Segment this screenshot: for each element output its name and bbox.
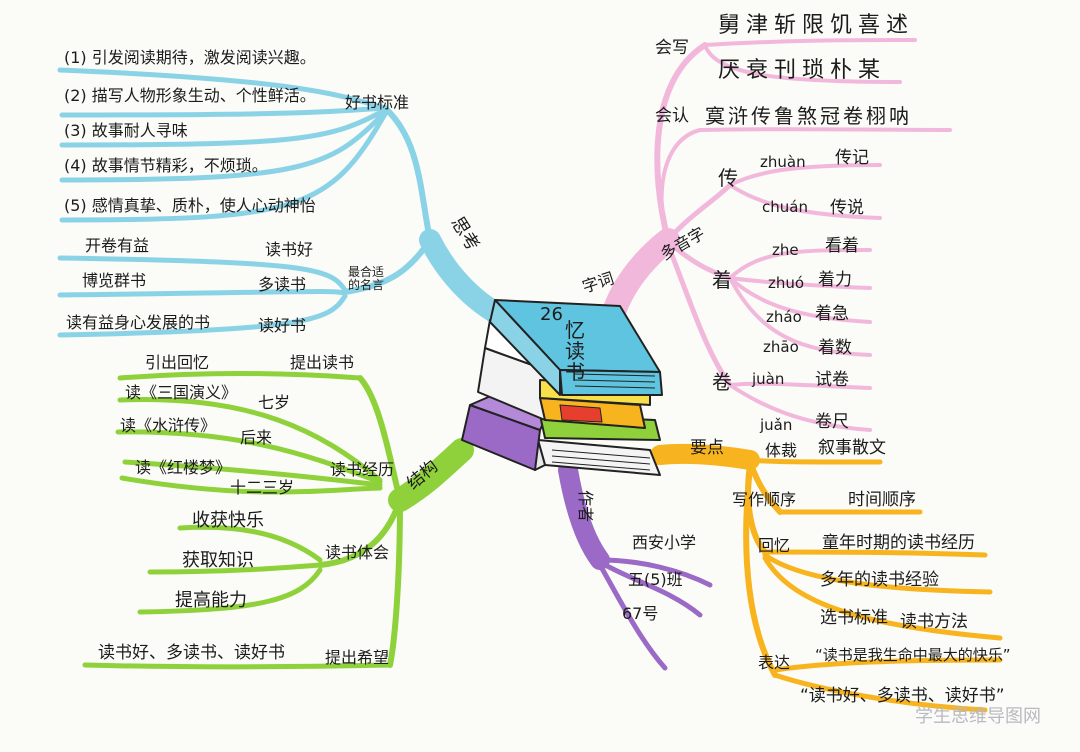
experience-label: 读书体会	[325, 543, 390, 562]
word-shijuan: 试卷	[815, 370, 849, 390]
history-book-1: 读《三国演义》	[125, 383, 238, 402]
experience-item-3: 提高能力	[175, 590, 247, 611]
good-book-item-2: (2) 描写人物形象生动、个性鲜活。	[64, 86, 316, 105]
pinyin-zhao1: zhāo	[763, 338, 799, 356]
proverb-3-match: 读好书	[258, 316, 307, 335]
history-book-2: 读《水浒传》	[120, 416, 217, 435]
proverb-1-match: 读书好	[265, 240, 314, 259]
genre-value: 叙事散文	[818, 438, 886, 458]
author-branches	[558, 460, 713, 671]
history-age-3: 十二三岁	[230, 478, 295, 497]
proverb-2-match: 多读书	[258, 275, 307, 294]
pinyin-juan4: juàn	[752, 370, 785, 388]
book-stack-illustration	[461, 299, 663, 476]
polyphone-char-juan: 卷	[712, 370, 732, 394]
order-value: 时间顺序	[848, 490, 916, 510]
proverb-1: 开卷有益	[85, 236, 150, 255]
history-age-1: 七岁	[258, 393, 291, 412]
experience-item-1: 收获快乐	[192, 510, 264, 531]
points-branches	[650, 443, 1003, 713]
word-juanchi: 卷尺	[815, 412, 849, 432]
author-number: 67号	[622, 604, 659, 623]
recall-label: 回忆	[758, 536, 791, 555]
hope-label: 提出希望	[325, 648, 390, 667]
good-book-item-1: (1) 引发阅读期待，激发阅读兴趣。	[64, 48, 316, 67]
good-book-label: 好书标准	[345, 93, 410, 112]
write-label: 会写	[655, 38, 689, 58]
order-label: 写作顺序	[732, 490, 797, 509]
recall-item-4: 读书方法	[900, 612, 968, 632]
word-chuanshuo: 传说	[830, 198, 864, 218]
history-label: 读书经历	[330, 460, 395, 479]
author-label: 作者	[576, 490, 595, 523]
hope-text: 读书好、多读书、读好书	[98, 643, 285, 663]
express-quote-2: “读书好、多读书、读好书”	[800, 686, 1005, 706]
center-title: 忆读书	[565, 318, 585, 384]
pinyin-zhuan: zhuàn	[760, 153, 806, 171]
write-line-2: 厌衰刊琐朴某	[718, 58, 887, 83]
structure-branches	[82, 371, 474, 670]
pinyin-zhuo: zhuó	[768, 274, 805, 292]
points-label: 要点	[690, 438, 724, 458]
word-kanzhe: 看着	[825, 236, 859, 256]
word-zhaoshu: 着数	[818, 338, 852, 358]
author-school: 西安小学	[632, 533, 697, 552]
experience-item-2: 获取知识	[182, 550, 254, 571]
good-book-item-4: (4) 故事情节精彩，不烦琐。	[64, 156, 268, 175]
recall-item-2: 多年的读书经验	[820, 570, 939, 590]
recognize-line: 寞浒传鲁煞冠卷栩呐	[705, 104, 912, 128]
proverbs-label: 最合适的名言	[348, 265, 385, 292]
recognize-label: 会认	[655, 106, 689, 126]
pinyin-zhao2: zháo	[766, 308, 802, 326]
write-line-1: 舅津斩限饥喜述	[718, 13, 915, 38]
history-intro: 引出回忆	[145, 353, 210, 372]
word-zhuoli: 着力	[818, 270, 852, 290]
history-intro-node: 提出读书	[290, 353, 355, 372]
good-book-item-3: (3) 故事耐人寻味	[64, 121, 188, 140]
center-number: 26	[540, 304, 563, 325]
pinyin-zhe: zhe	[772, 241, 799, 259]
polyphone-char-chuan: 传	[718, 166, 738, 190]
express-label: 表达	[758, 653, 791, 672]
express-quote-1: “读书是我生命中最大的快乐”	[815, 646, 1011, 664]
polyphone-char-zhe: 着	[712, 268, 732, 292]
proverb-3: 读有益身心发展的书	[66, 313, 211, 332]
author-class: 五(5)班	[628, 570, 683, 589]
good-book-item-5: (5) 感情真挚、质朴，使人心动神怡	[64, 196, 316, 215]
watermark: 学生思维导图网	[915, 706, 1041, 727]
proverb-2: 博览群书	[82, 271, 147, 290]
word-zhuanji: 传记	[835, 148, 869, 168]
history-book-3: 读《红楼梦》	[135, 458, 232, 477]
reflection-branches	[57, 67, 516, 338]
word-zhaoji: 着急	[815, 304, 849, 324]
history-age-2: 后来	[240, 428, 273, 447]
pinyin-chuan: chuán	[762, 198, 808, 216]
recall-item-3: 选书标准	[820, 608, 888, 628]
pinyin-juan3: juǎn	[760, 416, 793, 434]
genre-label: 体裁	[765, 441, 798, 460]
recall-item-1: 童年时期的读书经历	[822, 533, 975, 553]
